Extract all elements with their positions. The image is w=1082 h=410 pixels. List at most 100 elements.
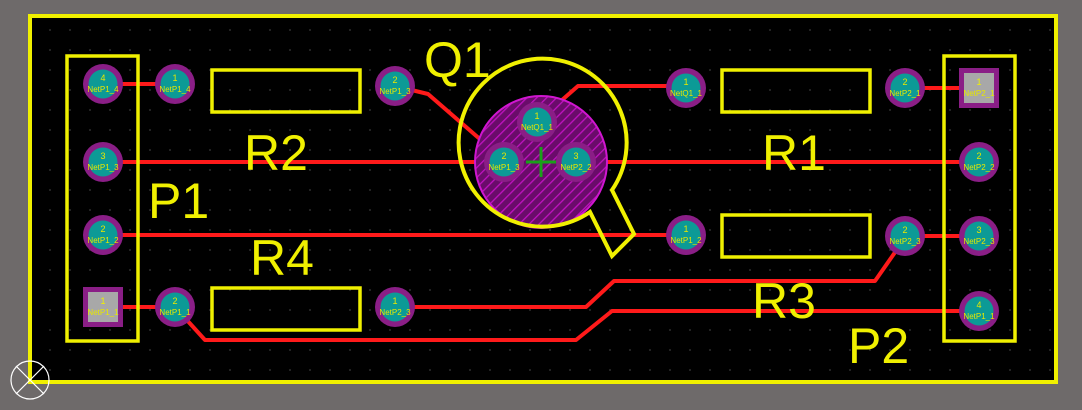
- pad-net-label: NetP1_3: [87, 163, 119, 172]
- pad-number: 1: [534, 111, 539, 121]
- pad-net-label: NetP1_2: [670, 236, 702, 245]
- q1-crosshair: [526, 147, 556, 177]
- pad-copper: [671, 220, 701, 250]
- pad-net-label: NetP2_3: [379, 308, 411, 317]
- pad-copper: [964, 73, 994, 103]
- pad-copper: [964, 296, 994, 326]
- pad-net-label: NetP1_4: [159, 85, 191, 94]
- pad-net-label: NetQ1_1: [670, 89, 703, 98]
- r1-outline: [720, 68, 872, 114]
- pad-copper: [380, 292, 410, 322]
- r2-outline: [210, 68, 362, 114]
- pad-number: 2: [902, 225, 907, 235]
- designator-r4: R4: [250, 230, 314, 286]
- pad-copper: [160, 292, 190, 322]
- pad-net-label: NetP1_1: [963, 312, 995, 321]
- pad-number: 2: [902, 77, 907, 87]
- trace-netp2-3-lower: [393, 236, 907, 309]
- pad-net-label: NetP1_4: [87, 85, 119, 94]
- pads: 4NetP1_43NetP1_32NetP1_21NetP1_11NetP2_1…: [83, 64, 999, 331]
- pad-net-label: NetP1_3: [488, 163, 520, 172]
- pad-number: 2: [392, 75, 397, 85]
- pad-net-label: NetQ1_1: [521, 123, 554, 132]
- pad-number: 2: [172, 296, 177, 306]
- pad-number: 2: [100, 224, 105, 234]
- designator-r2: R2: [244, 125, 308, 181]
- origin-marker: [10, 360, 50, 400]
- pad-copper: [380, 71, 410, 101]
- q1-outline: [456, 56, 637, 260]
- r4-outline: [210, 286, 362, 332]
- pad-number: 1: [683, 224, 688, 234]
- pad-net-label: NetP1_1: [159, 308, 191, 317]
- designator-r1: R1: [762, 125, 826, 181]
- pad-copper: [964, 147, 994, 177]
- pad-copper: [88, 292, 118, 322]
- pad-net-label: NetP2_3: [963, 237, 995, 246]
- p1-outline: [65, 54, 140, 343]
- pad-net-label: NetP1_3: [379, 87, 411, 96]
- pad-number: 4: [100, 73, 105, 83]
- designator-q1: Q1: [424, 32, 491, 88]
- pad-net-label: NetP2_2: [560, 163, 592, 172]
- designator-r3: R3: [752, 273, 816, 329]
- pad-copper: [561, 147, 591, 177]
- pad-number: 1: [100, 296, 105, 306]
- pad-number: 4: [976, 300, 981, 310]
- pad-number: 1: [172, 73, 177, 83]
- pad-copper: [671, 73, 701, 103]
- pad-copper: [88, 69, 118, 99]
- pad-net-label: NetP1_1: [87, 308, 119, 317]
- pad-number: 3: [573, 151, 578, 161]
- designators: Q1 R2 P1 R4 R1 R3 P2: [148, 32, 909, 374]
- pad-number: 1: [976, 77, 981, 87]
- pad-number: 3: [100, 151, 105, 161]
- pad-number: 3: [976, 225, 981, 235]
- pad-copper: [964, 221, 994, 251]
- pad-copper: [890, 73, 920, 103]
- pad-net-label: NetP2_1: [963, 89, 995, 98]
- pad-net-label: NetP2_3: [889, 237, 921, 246]
- pad-number: 2: [501, 151, 506, 161]
- r3-outline: [720, 213, 872, 259]
- pad-copper: [160, 69, 190, 99]
- pad-copper: [522, 107, 552, 137]
- p2-outline: [942, 54, 1017, 343]
- pad-copper: [890, 221, 920, 251]
- pad-net-label: NetP2_2: [963, 163, 995, 172]
- pad-number: 1: [683, 77, 688, 87]
- designator-p2: P2: [848, 318, 909, 374]
- pad-number: 1: [392, 296, 397, 306]
- board-outline: [28, 14, 1058, 384]
- pad-copper: [489, 147, 519, 177]
- pad-net-label: NetP1_2: [87, 236, 119, 245]
- pad-net-label: NetP2_1: [889, 89, 921, 98]
- pad-copper: [88, 220, 118, 250]
- q1-body: [456, 56, 637, 260]
- trace-netp1-1-long: [173, 305, 981, 342]
- pad-number: 2: [976, 151, 981, 161]
- designator-p1: P1: [148, 173, 209, 229]
- silkscreen: [65, 54, 1017, 343]
- pad-copper: [88, 147, 118, 177]
